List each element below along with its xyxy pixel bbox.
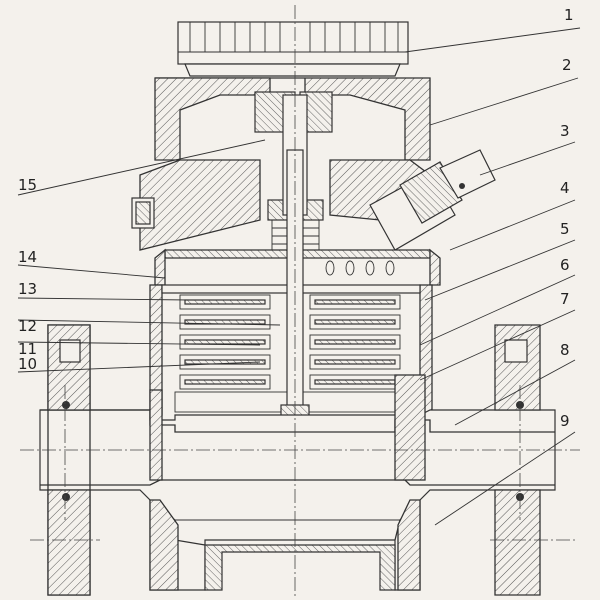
callout-14: 14 bbox=[18, 248, 37, 266]
callout-9: 9 bbox=[560, 412, 570, 430]
right-flange bbox=[494, 324, 541, 596]
motor-fan-cover bbox=[177, 21, 409, 77]
callout-12: 12 bbox=[18, 317, 37, 335]
vent-plug-assembly bbox=[369, 149, 496, 251]
callout-13: 13 bbox=[18, 280, 37, 298]
impeller-stack bbox=[174, 294, 408, 413]
left-flange bbox=[47, 324, 91, 596]
callout-4: 4 bbox=[560, 179, 570, 197]
callout-7: 7 bbox=[560, 290, 570, 308]
callout-6: 6 bbox=[560, 256, 570, 274]
leader-lines bbox=[17, 27, 581, 526]
callout-2: 2 bbox=[562, 56, 572, 74]
centre-lines bbox=[20, 5, 580, 598]
pump-casing-base bbox=[39, 374, 556, 591]
callout-1: 1 bbox=[564, 6, 574, 24]
callout-8: 8 bbox=[560, 341, 570, 359]
callout-15: 15 bbox=[18, 176, 37, 194]
callout-labels: 1 2 3 4 5 6 7 8 9 10 11 12 13 14 15 bbox=[18, 6, 574, 430]
callout-3: 3 bbox=[560, 122, 570, 140]
callout-10: 10 bbox=[18, 355, 37, 373]
callout-5: 5 bbox=[560, 220, 570, 238]
callout-11: 11 bbox=[18, 340, 37, 358]
